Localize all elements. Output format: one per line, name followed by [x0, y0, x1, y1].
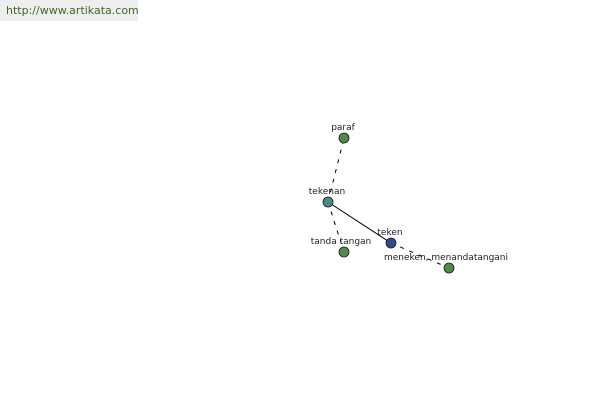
node-tanda_tangan[interactable]: tanda tangan — [311, 237, 372, 258]
node-meneken[interactable]: meneken, menandatangani — [384, 253, 508, 274]
node-teken[interactable]: teken — [377, 228, 403, 249]
node-tekenan[interactable]: tekenan — [309, 187, 345, 208]
node-dot-tekenan[interactable] — [322, 196, 334, 208]
node-dot-tanda_tangan[interactable] — [338, 246, 350, 258]
edge-tekenan-tanda_tangan — [327, 201, 345, 253]
node-dot-paraf[interactable] — [338, 132, 350, 144]
edge-teken-tekenan — [327, 201, 392, 244]
node-label-tanda_tangan: tanda tangan — [311, 237, 372, 247]
site-url-link[interactable]: http://www.artikata.com — [0, 0, 138, 21]
node-dot-meneken[interactable] — [443, 262, 455, 274]
node-layer: teken tekenan paraf tanda tangan meneken, me… — [309, 123, 508, 274]
node-label-meneken: meneken, menandatangani — [384, 253, 508, 263]
node-label-teken: teken — [377, 228, 402, 238]
node-label-paraf: paraf — [331, 123, 355, 133]
edge-layer — [327, 137, 450, 269]
node-dot-teken[interactable] — [385, 237, 397, 249]
node-label-tekenan: tekenan — [309, 187, 345, 197]
node-paraf[interactable]: paraf — [331, 123, 356, 144]
edge-tekenan-paraf — [327, 137, 345, 203]
edge-teken-meneken — [390, 242, 450, 269]
